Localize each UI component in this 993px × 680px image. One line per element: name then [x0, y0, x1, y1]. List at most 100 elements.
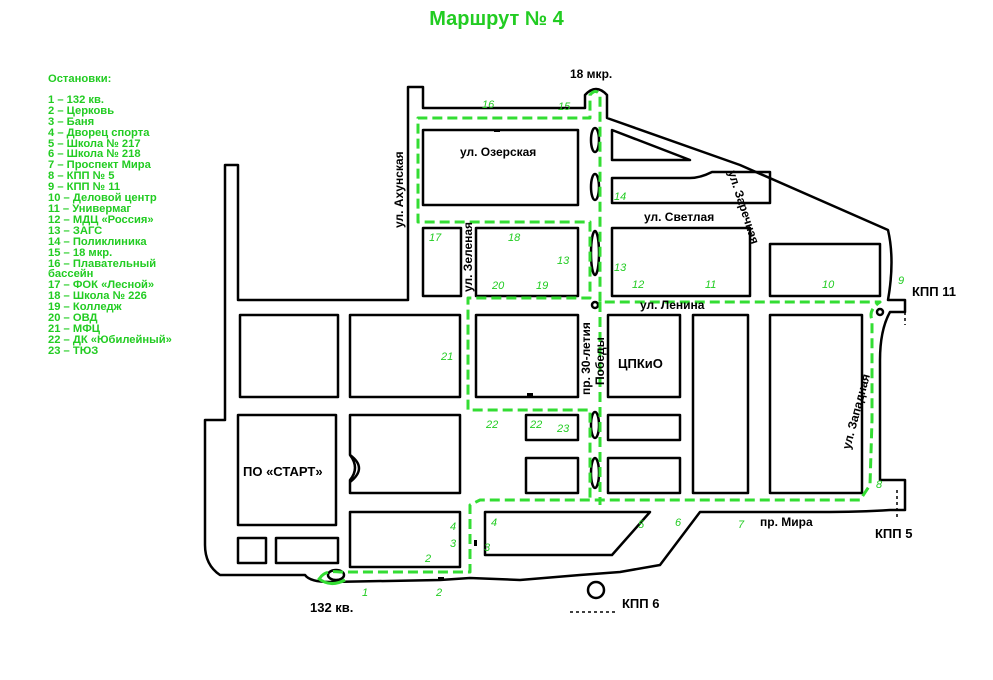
- legend-item: 1 – 132 кв.: [48, 93, 105, 106]
- legend-item: 17 – ФОК «Лесной»: [48, 279, 155, 292]
- legend-item: 13 – ЗАГС: [48, 224, 103, 237]
- stop-6: 6: [675, 517, 682, 529]
- street-network: [203, 85, 907, 600]
- block-bottom-1: [348, 510, 462, 569]
- median-5: [589, 456, 601, 490]
- roundabout-kpp11: [875, 307, 885, 317]
- legend-item: 19 – Колледж: [48, 301, 122, 314]
- block-left-2: [348, 313, 462, 399]
- legend-item: 7 – Проспект Мира: [48, 159, 151, 172]
- label-kpp5: КПП 5: [875, 526, 912, 541]
- legend-item: 6 – Школа № 218: [48, 148, 141, 161]
- legend-item: 5 – Школа № 217: [48, 137, 141, 150]
- stop-1: 1: [362, 587, 368, 599]
- roundabout-lenina: [590, 300, 600, 310]
- checkpoint-lines: [570, 300, 906, 613]
- label-18mkr: 18 мкр.: [570, 67, 612, 81]
- label-132kv: 132 кв.: [310, 600, 353, 615]
- median-1: [589, 126, 601, 154]
- legend-item: 15 – 18 мкр.: [48, 246, 113, 259]
- block-bottom-small-1: [236, 536, 268, 565]
- start-semicircle: [349, 453, 361, 483]
- legend-item: 20 – ОВД: [48, 312, 98, 325]
- block-cinema: [610, 226, 752, 298]
- legend-item: 4 – Дворец спорта: [48, 126, 150, 139]
- stop-11: 11: [705, 279, 716, 291]
- bus-route-path: [318, 90, 882, 579]
- street-pobedy-line2: Победы: [593, 337, 607, 385]
- stop-13: 13: [614, 262, 627, 274]
- block-22: [524, 413, 580, 442]
- stop-12: 12: [632, 279, 644, 291]
- block-ozerskaya: [421, 128, 580, 207]
- stop-8: 8: [876, 479, 883, 491]
- stop-3: 3: [484, 542, 491, 554]
- stop-13: 13: [557, 255, 570, 267]
- legend-item: 10 – Деловой центр: [48, 192, 157, 205]
- stop-bars: [438, 129, 533, 580]
- block-mira: [483, 510, 652, 557]
- block-left-1: [238, 313, 340, 399]
- legend-item: 9 – КПП № 11: [48, 181, 121, 194]
- block-start: [236, 413, 338, 527]
- block-18: [474, 226, 580, 298]
- street-pobedy-line1: пр. 30-летия: [579, 322, 593, 395]
- street-lenina: ул. Ленина: [640, 298, 705, 312]
- street-svetlaya: ул. Светлая: [644, 210, 714, 224]
- bus-route-loop-132: [317, 576, 346, 585]
- street-mira: пр. Мира: [760, 515, 813, 529]
- street-zelenaya: ул. Зеленая: [461, 222, 475, 292]
- block-cpkio-2a: [606, 413, 682, 442]
- legend-header: Остановки:: [48, 73, 112, 85]
- stop-15: 15: [558, 101, 571, 113]
- stop-23: 23: [556, 423, 570, 435]
- legend-item: 16 – Плавательный бассейн: [48, 257, 157, 281]
- stop-numbers: 1 2 2 3 3 4 4 5 6 7 8 9 10 11 12 13 13 1…: [362, 99, 904, 599]
- stop-14: 14: [614, 191, 626, 203]
- street-akhunskaya: ул. Ахунская: [392, 151, 406, 228]
- stop-22: 22: [485, 419, 498, 431]
- legend-item: 12 – МДЦ «Россия»: [48, 213, 154, 226]
- legend-item: 22 – ДК «Юбилейный»: [48, 333, 172, 346]
- legend-item: 14 – Поликлиника: [48, 235, 147, 248]
- stop-17: 17: [429, 232, 442, 244]
- legend-item: 18 – Школа № 226: [48, 290, 147, 303]
- block-17: [421, 226, 463, 298]
- stop-4: 4: [491, 517, 497, 529]
- label-kpp6: КПП 6: [622, 596, 659, 611]
- stop-7: 7: [738, 519, 745, 531]
- block-cpkio-2b: [606, 456, 682, 495]
- street-zarechnaya: ул. Заречная: [725, 169, 762, 246]
- block-23-2: [524, 456, 580, 495]
- median-4: [589, 410, 601, 440]
- stop-19: 19: [536, 280, 548, 292]
- stop-2: 2: [435, 587, 442, 599]
- stop-21: 21: [440, 351, 453, 363]
- street-ozerskaya: ул. Озерская: [460, 145, 536, 159]
- stop-9: 9: [898, 275, 904, 287]
- stop-2: 2: [424, 553, 431, 565]
- stop-4: 4: [450, 521, 456, 533]
- legend-item: 11 – Универмаг: [48, 202, 132, 215]
- stop-3: 3: [450, 538, 457, 550]
- legend-item: 2 – Церковь: [48, 104, 115, 117]
- legend-item: 23 – ТЮЗ: [48, 344, 99, 357]
- block-cpkio: [606, 313, 682, 399]
- block-svetlaya-top: [610, 170, 772, 205]
- block-far-right-top: [768, 242, 882, 298]
- stop-5: 5: [638, 519, 645, 531]
- stop-22: 22: [529, 419, 542, 431]
- stop-18: 18: [508, 232, 521, 244]
- roundabout-132: [326, 568, 346, 582]
- legend-item: 21 – МФЦ: [48, 322, 100, 335]
- legend-item: 3 – Баня: [48, 115, 95, 128]
- stop-20: 20: [491, 280, 505, 292]
- stop-16: 16: [482, 99, 495, 111]
- left-outer-boundary: [203, 85, 907, 584]
- label-start: ПО «СТАРТ»: [243, 464, 323, 479]
- median-3: [589, 229, 601, 277]
- block-start-2: [348, 413, 462, 495]
